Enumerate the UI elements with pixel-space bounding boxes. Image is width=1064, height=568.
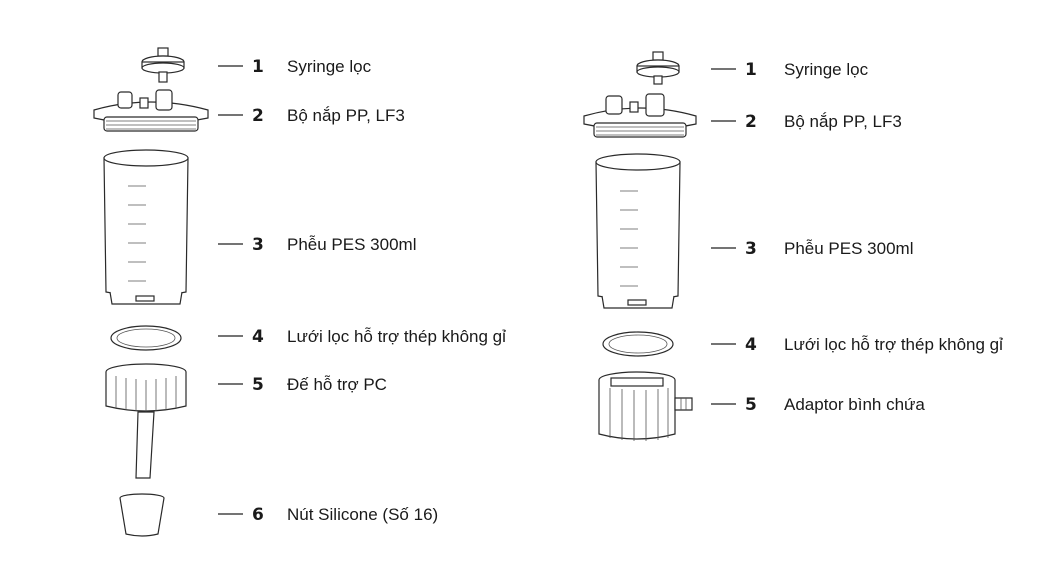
left-callout-5: 5 Đế hỗ trợ PC: [218, 375, 387, 395]
callout-number: 6: [252, 505, 264, 525]
support-screen-icon: [110, 325, 182, 351]
cap-assembly-icon: [583, 93, 697, 138]
callout-label: Lưới lọc hỗ trợ thép không gỉ: [287, 327, 506, 346]
callout-label: Adaptor bình chứa: [784, 395, 925, 414]
callout-label: Phễu PES 300ml: [784, 239, 913, 258]
left-callout-2: 2 Bộ nắp PP, LF3: [218, 106, 405, 126]
right-callout-5: 5 Adaptor bình chứa: [711, 395, 925, 415]
support-base-icon: [105, 363, 187, 479]
left-callout-1: 1 Syringe lọc: [218, 57, 372, 77]
callout-label: Phễu PES 300ml: [287, 235, 416, 254]
callout-number: 3: [745, 239, 757, 259]
callout-number: 2: [252, 106, 264, 126]
left-callout-3: 3 Phễu PES 300ml: [218, 235, 416, 255]
left-callout-4: 4 Lưới lọc hỗ trợ thép không gỉ: [218, 327, 506, 347]
right-callout-3: 3 Phễu PES 300ml: [711, 239, 913, 259]
callout-label: Lưới lọc hỗ trợ thép không gỉ: [784, 335, 1003, 354]
callout-label: Nút Silicone (Số 16): [287, 505, 438, 524]
right-callout-4: 4 Lưới lọc hỗ trợ thép không gỉ: [711, 335, 1003, 355]
funnel-graduations: [128, 185, 146, 282]
callout-label: Syringe lọc: [784, 60, 869, 79]
callout-number: 5: [252, 375, 264, 395]
left-assembly: 1 Syringe lọc 2 Bộ nắp PP, LF3 3 Phễu PE…: [93, 47, 506, 537]
support-screen-icon: [602, 331, 674, 357]
callout-number: 1: [745, 60, 757, 80]
right-callout-2: 2 Bộ nắp PP, LF3: [711, 112, 902, 132]
callout-label: Bộ nắp PP, LF3: [784, 112, 902, 131]
cap-assembly-icon: [93, 89, 209, 132]
funnel-icon: [103, 149, 189, 305]
funnel-graduations: [620, 190, 638, 287]
callout-label: Đế hỗ trợ PC: [287, 375, 387, 394]
funnel-icon: [595, 153, 681, 309]
callout-number: 5: [745, 395, 757, 415]
callout-number: 4: [252, 327, 264, 347]
callout-number: 2: [745, 112, 757, 132]
right-callout-1: 1 Syringe lọc: [711, 60, 869, 80]
callout-number: 1: [252, 57, 264, 77]
silicone-stopper-icon: [119, 493, 165, 537]
receiver-adaptor-icon: [598, 371, 693, 441]
syringe-filter-icon: [141, 47, 185, 83]
callout-number: 3: [252, 235, 264, 255]
syringe-filter-icon: [636, 51, 680, 85]
callout-label: Syringe lọc: [287, 57, 372, 76]
callout-number: 4: [745, 335, 757, 355]
right-assembly: 1 Syringe lọc 2 Bộ nắp PP, LF3 3 Phễu PE…: [583, 51, 1003, 441]
callout-label: Bộ nắp PP, LF3: [287, 106, 405, 125]
left-callout-6: 6 Nút Silicone (Số 16): [218, 505, 438, 525]
